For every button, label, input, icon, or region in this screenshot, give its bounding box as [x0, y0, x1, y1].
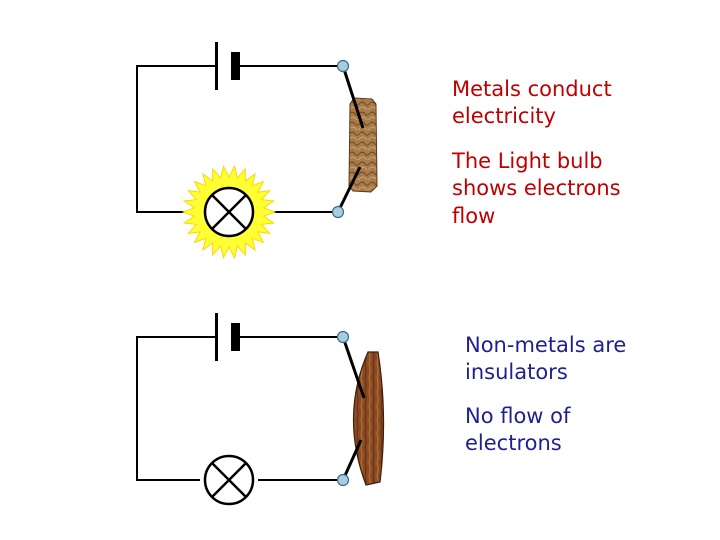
note-no-flow: No flow of electrons: [465, 403, 570, 458]
top-terminal-lower: [331, 205, 345, 219]
note-line: flow: [452, 203, 496, 228]
bottom-clip-leads: [341, 336, 366, 481]
note-nonmetals-insulators: Non-metals are insulators: [465, 332, 626, 387]
bottom-terminal-lower: [336, 473, 350, 487]
battery-long-plate: [215, 313, 218, 361]
battery-short-plate: [231, 52, 240, 80]
wood-sample: [352, 351, 385, 486]
note-line: electrons: [465, 431, 562, 456]
top-circuit: [136, 42, 378, 260]
note-line: shows electrons: [452, 176, 621, 201]
top-battery: [215, 42, 240, 90]
note-metals-conduct: Metals conduct electricity: [452, 76, 612, 131]
note-bulb-shows-flow: The Light bulb shows electrons flow: [452, 148, 621, 230]
bottom-circuit: [136, 313, 385, 506]
note-line: The Light bulb: [452, 149, 603, 173]
note-line: electricity: [452, 104, 556, 129]
top-light-bulb: [203, 186, 255, 238]
bottom-light-bulb: [203, 454, 255, 506]
top-clip-leads: [336, 65, 365, 213]
bottom-battery: [215, 313, 240, 361]
note-line: Non-metals are: [465, 333, 627, 357]
top-terminal-upper: [336, 59, 350, 73]
bottom-wires: [136, 336, 343, 481]
note-line: Metals conduct: [452, 77, 612, 101]
note-line: insulators: [465, 360, 568, 385]
bottom-terminal-upper: [336, 330, 350, 344]
battery-long-plate: [215, 42, 218, 90]
note-line: No flow of: [465, 404, 571, 428]
battery-short-plate: [231, 323, 240, 351]
